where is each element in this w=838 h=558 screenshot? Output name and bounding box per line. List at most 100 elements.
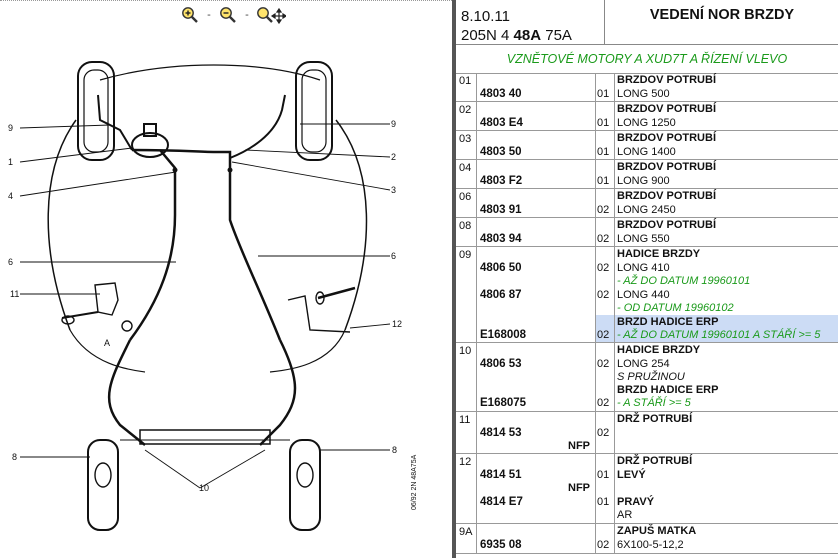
column-divider (614, 131, 615, 159)
row-index-cell: 01 (456, 73, 477, 101)
row-index: 11 (459, 414, 471, 426)
header-date: 8.10.11 (461, 8, 510, 25)
engine-subtitle: VZNĚTOVÉ MOTORY A XUD7T A ŘÍZENÍ VLEVO (456, 44, 838, 74)
part-reference[interactable]: 4803 E4 (480, 117, 523, 129)
part-name: HADICE BRZDY (617, 344, 701, 356)
column-divider (595, 412, 596, 453)
column-divider (595, 189, 596, 217)
row-index-cell: 12 (456, 454, 477, 523)
part-spec: 6X100-5-12,2 (617, 539, 684, 551)
diagram-viewer[interactable]: - - (0, 0, 452, 558)
column-divider (614, 412, 615, 453)
part-name: BRZD HADICE ERP (617, 384, 719, 396)
row-index: 10 (459, 345, 472, 357)
part-spec: LONG 900 (617, 175, 670, 187)
column-divider (614, 189, 615, 217)
part-reference[interactable]: 4814 53 (480, 427, 522, 439)
row-index-cell: 03 (456, 131, 477, 159)
part-reference[interactable]: 4803 91 (480, 204, 522, 216)
row-index-cell: 09 (456, 247, 477, 342)
row-index: 08 (459, 220, 472, 232)
row-highlight (595, 315, 838, 342)
part-spec: AR (617, 509, 633, 521)
callout-9-left: 9 (8, 123, 13, 133)
part-spec: LONG 440 (617, 289, 670, 301)
part-name: BRZD HADICE ERP (617, 316, 719, 328)
part-name: LEVÝ (617, 469, 646, 481)
part-quantity: 01 (597, 146, 610, 158)
part-date-note: - AŽ DO DATUM 19960101 A STÁŘÍ >= 5 (617, 329, 821, 341)
part-quantity: 01 (597, 175, 610, 187)
part-reference[interactable]: 4803 94 (480, 233, 522, 245)
part-reference[interactable]: 4803 F2 (480, 175, 523, 187)
callout-3: 3 (391, 185, 396, 195)
row-index-cell: 10 (456, 343, 477, 411)
column-divider (614, 102, 615, 130)
row-index: 04 (459, 162, 472, 174)
row-index-cell: 04 (456, 160, 477, 188)
part-name: BRZDOV POTRUBÍ (617, 219, 716, 231)
page-title: VEDENÍ NOR BRZDY (649, 7, 795, 23)
part-quantity: 01 (597, 469, 610, 481)
row-index: 06 (459, 191, 472, 203)
column-divider (614, 160, 615, 188)
part-reference[interactable]: 4814 51 (480, 469, 522, 481)
part-date-note: - A STÁŘÍ >= 5 (617, 397, 691, 409)
part-reference[interactable]: 4806 50 (480, 262, 522, 274)
zoom-in-icon[interactable] (180, 5, 200, 25)
callout-4: 4 (8, 191, 13, 201)
part-name: ZAPUŠ MATKA (617, 525, 697, 537)
top-dotted-rule (0, 0, 452, 3)
callout-6-right: 6 (391, 251, 396, 261)
part-name: BRZDOV POTRUBÍ (617, 132, 716, 144)
part-spec: S PRUŽINOU (617, 371, 685, 383)
callout-9-right: 9 (391, 119, 396, 129)
part-reference[interactable]: 4806 53 (480, 358, 522, 370)
row-index: 12 (459, 456, 472, 468)
nfp-badge: NFP (568, 482, 590, 494)
zoom-out-icon[interactable] (218, 5, 238, 25)
callout-1: 1 (8, 157, 13, 167)
part-quantity: 02 (597, 204, 610, 216)
part-reference[interactable]: E168075 (480, 397, 527, 409)
row-index: 9A (459, 526, 473, 538)
callout-8-right: 8 (392, 445, 397, 455)
parts-panel: 8.10.11 205N 4 48A 75A VEDENÍ NOR BRZDY … (452, 0, 838, 558)
column-divider (595, 160, 596, 188)
header-info: 8.10.11 205N 4 48A 75A (461, 7, 572, 45)
part-spec: LONG 550 (617, 233, 670, 245)
part-name: HADICE BRZDY (617, 248, 701, 260)
zoom-pan-icon[interactable] (256, 5, 286, 25)
part-reference[interactable]: 4803 40 (480, 88, 522, 100)
callout-10: 10 (199, 483, 209, 493)
part-reference[interactable]: E168008 (480, 329, 527, 341)
part-reference[interactable]: 4806 87 (480, 289, 522, 301)
part-spec: LONG 254 (617, 358, 670, 370)
column-divider (614, 454, 615, 523)
row-index-cell: 11 (456, 412, 477, 453)
nfp-badge: NFP (568, 440, 590, 452)
callout-11: 11 (10, 289, 19, 299)
part-reference[interactable]: 4814 E7 (480, 496, 523, 508)
column-divider (595, 524, 596, 553)
column-divider (595, 102, 596, 130)
part-reference[interactable]: 6935 08 (480, 539, 522, 551)
brake-line-diagram: 9 1 4 6 11 A 9 2 3 6 12 8 10 8 06/92 2N … (8, 61, 418, 531)
part-reference[interactable]: 4803 50 (480, 146, 522, 158)
part-quantity: 01 (597, 496, 610, 508)
part-quantity: 02 (597, 358, 610, 370)
part-name: DRŽ POTRUBÍ (617, 413, 693, 425)
column-divider (614, 343, 615, 411)
